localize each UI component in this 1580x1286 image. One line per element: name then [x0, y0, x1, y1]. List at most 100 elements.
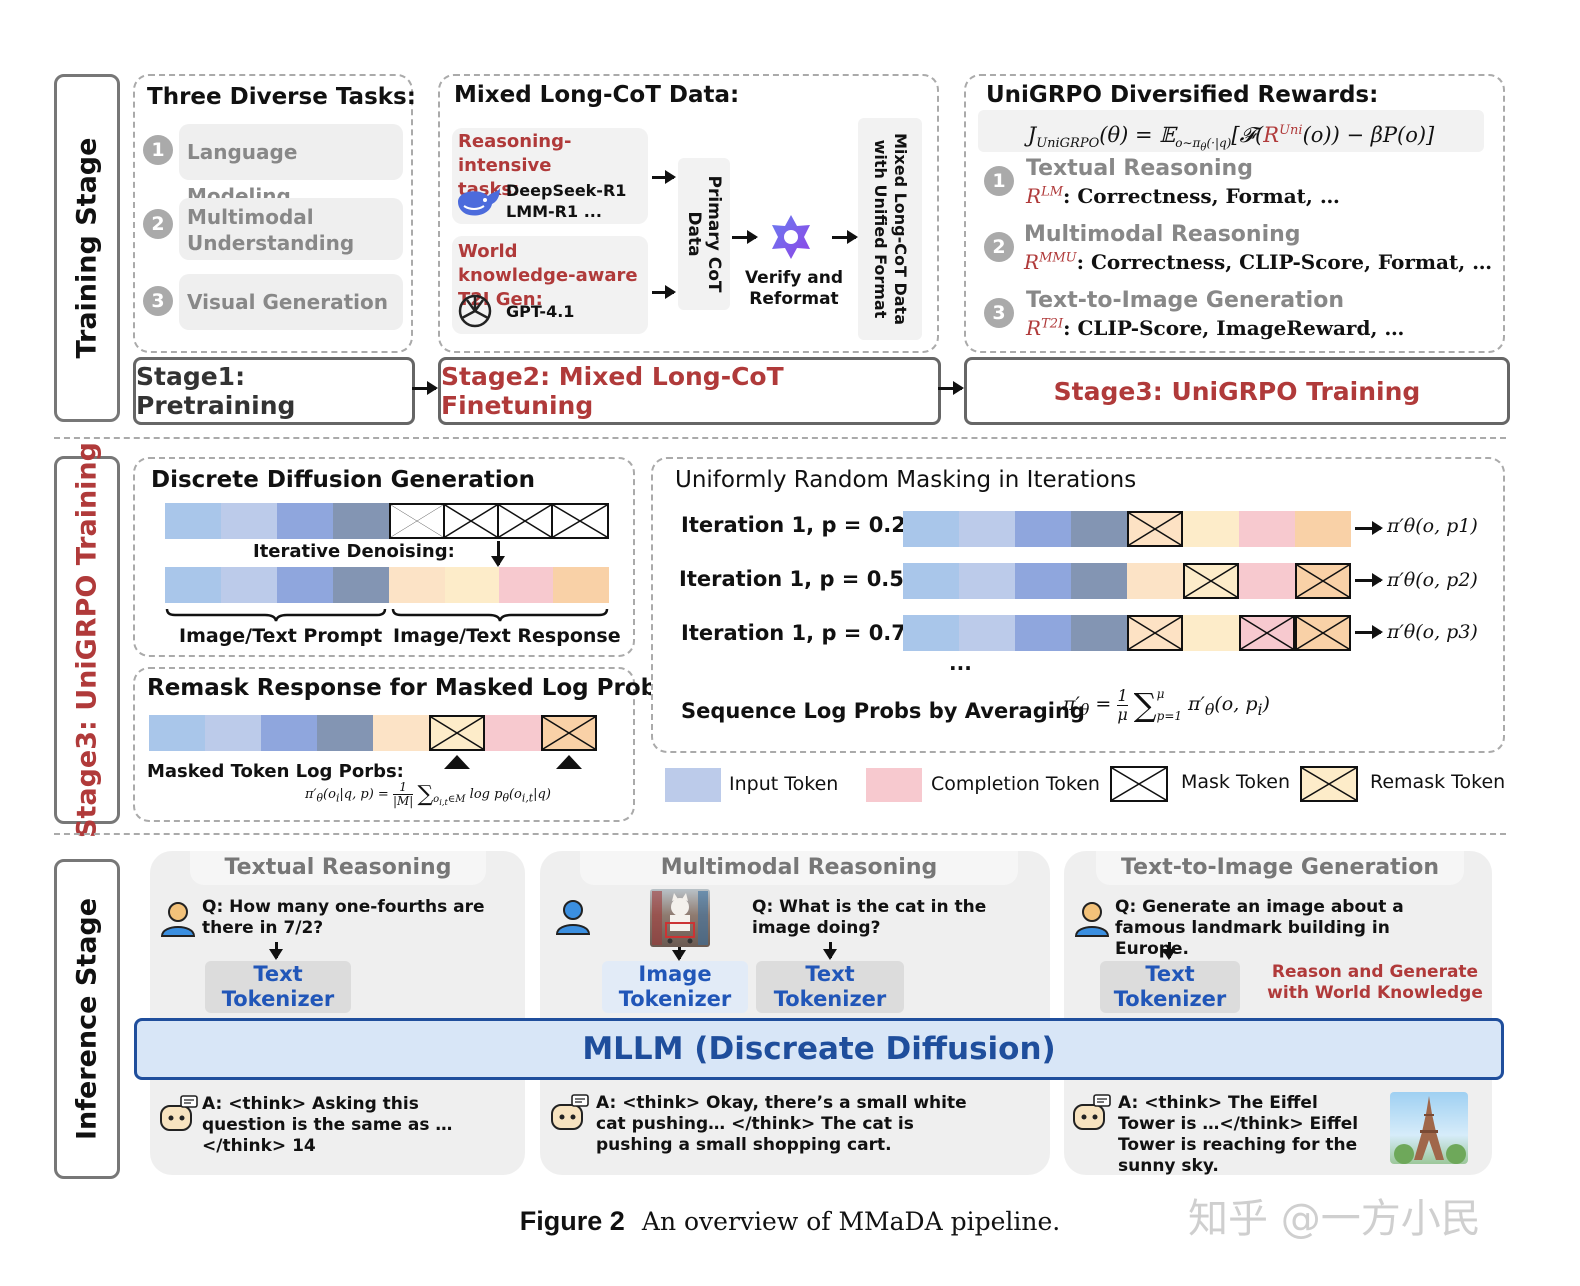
dd-out-token-8 [553, 567, 609, 603]
unigrpo-stage-label: Stage3: UniGRPO Training [54, 442, 120, 838]
diffusion-box: Discrete Diffusion Generation Iterative … [133, 457, 635, 657]
task-visual-generation: Visual Generation [179, 274, 403, 330]
bot-avatar-icon-1 [157, 1094, 199, 1134]
it2-token-1 [903, 563, 959, 599]
dd-out-token-5 [389, 567, 445, 603]
reward-3-symbol: R [1026, 316, 1042, 340]
task-2-number: 2 [143, 209, 173, 239]
inference-arrow-3 [1162, 942, 1176, 960]
inference-stage-text: Inference Stage [71, 897, 103, 1141]
rewards-title: UniGRPO Diversified Rewards: [986, 82, 1379, 108]
it2-output: π′θ(o, p2) [1387, 569, 1478, 591]
inference-a-2: A: <think> Okay, there’s a small white c… [596, 1093, 967, 1155]
masking-ellipsis: ... [949, 651, 972, 675]
reward-1-number: 1 [984, 166, 1014, 196]
rewards-formula: JUniGRPO(θ) = 𝔼o∼πθ(·|q)[𝓕(RUni(o)) − βP… [978, 110, 1484, 154]
rm-pointer-2 [556, 755, 582, 769]
stage2-box: Stage2: Mixed Long-CoT Finetuning [438, 357, 941, 425]
task-language-modeling: Language Modeling [179, 124, 403, 208]
diffusion-title: Discrete Diffusion Generation [151, 467, 535, 493]
it3-token-1 [903, 615, 959, 651]
it2-token-2 [959, 563, 1015, 599]
reward-1-desc: RLM: Correctness, Format, … [1026, 184, 1340, 208]
deepseek-whale-icon [454, 182, 502, 220]
inference-arrow-2a [672, 947, 686, 961]
legend-input-label: Input Token [729, 773, 839, 795]
iteration-1-label: Iteration 1, p = 0.25 [681, 513, 921, 537]
dd-prompt-label: Image/Text Prompt [179, 625, 383, 647]
image-tokenizer: Image Tokenizer [602, 961, 748, 1013]
reward-2-number: 2 [984, 232, 1014, 262]
inference-panel-multimodal [540, 851, 1050, 1175]
arrow-stage1-to-stage2 [412, 381, 438, 395]
inference-panel-t2i-title: Text-to-Image Generation [1096, 851, 1464, 885]
legend-completion-label: Completion Token [931, 773, 1100, 795]
it1-token-2 [959, 511, 1015, 547]
t2i-note: Reason and Generate with World Knowledge [1267, 962, 1483, 1003]
legend-remask-label: Remask Token [1370, 771, 1506, 793]
final-cot-label: Mixed Long-CoT Data with Unified Format [871, 132, 910, 325]
inference-arrow-2b [823, 942, 837, 960]
inference-q-1: Q: How many one-fourths are there in 7/2… [202, 897, 485, 938]
verify-label: Verify and Reformat [744, 268, 844, 309]
text-tokenizer-1: Text Tokenizer [205, 961, 351, 1013]
rm-token-5 [373, 715, 429, 751]
cot-box: Mixed Long-CoT Data: Reasoning-intensive… [438, 74, 939, 353]
mllm-label: MLLM (Discreate Diffusion) [582, 1031, 1056, 1067]
it2-token-4 [1071, 563, 1127, 599]
dd-input-token-4 [333, 503, 389, 539]
legend-mask-label: Mask Token [1181, 771, 1291, 793]
inference-stage-label: Inference Stage [54, 859, 120, 1179]
dd-response-brace [391, 608, 609, 622]
it1-token-3 [1015, 511, 1071, 547]
inference-a-3: A: <think> The Eiffel Tower is …</think>… [1118, 1093, 1359, 1176]
remask-box: Remask Response for Masked Log Probs Mas… [133, 667, 671, 822]
user-avatar-icon-1 [158, 898, 198, 938]
dd-mask-token-4 [551, 503, 609, 539]
section-divider-1 [54, 437, 1506, 439]
it1-arrow [1355, 521, 1383, 535]
it2-token-5 [1127, 563, 1183, 599]
reward-1-text: : Correctness, Format, … [1063, 184, 1340, 208]
dd-mask-token-1 [389, 503, 445, 539]
dd-out-token-2 [221, 567, 277, 603]
legend-input-swatch [665, 768, 721, 802]
rm-token-7 [485, 715, 541, 751]
training-stage-text: Training Stage [71, 137, 103, 359]
it1-token-4 [1071, 511, 1127, 547]
seq-label: Sequence Log Probs by Averaging [681, 699, 1085, 723]
rm-token-2 [205, 715, 261, 751]
it2-token-3 [1015, 563, 1071, 599]
arrow-reasoning-to-primary [652, 170, 676, 184]
it3-token-6 [1183, 615, 1239, 651]
text-tokenizer-3: Text Tokenizer [1100, 961, 1240, 1013]
dd-out-token-6 [445, 567, 499, 603]
it2-remask-token-1 [1183, 563, 1239, 599]
mllm-bar [134, 1018, 1504, 1080]
rm-token-1 [149, 715, 205, 751]
reward-2-desc: RMMU: Correctness, CLIP-Score, Format, … [1024, 250, 1492, 274]
primary-cot-card: Primary CoT Data [678, 158, 730, 310]
inference-panel-textual-title: Textual Reasoning [190, 851, 486, 885]
reward-3-desc: RT2I: CLIP-Score, ImageReward, … [1026, 316, 1404, 340]
reward-2-symbol-sup: MMU [1039, 250, 1077, 266]
reward-2-text: : Correctness, CLIP-Score, Format, … [1076, 250, 1493, 274]
figure-caption: Figure 2 An overview of MMaDA pipeline. [0, 1206, 1580, 1237]
masking-title: Uniformly Random Masking in Iterations [675, 467, 1137, 493]
dd-out-token-1 [165, 567, 221, 603]
it2-token-7 [1239, 563, 1295, 599]
figure-caption-text: An overview of MMaDA pipeline. [641, 1207, 1061, 1236]
arrow-verify-to-final [832, 230, 858, 244]
rm-token-4 [317, 715, 373, 751]
openai-logo-icon [454, 290, 496, 332]
it1-token-7 [1239, 511, 1295, 547]
reward-2-title: Multimodal Reasoning [1024, 222, 1301, 247]
it3-token-3 [1015, 615, 1071, 651]
dd-mask-token-3 [497, 503, 553, 539]
arrow-stage2-to-stage3 [938, 381, 964, 395]
stage1-box: Stage1: Pretraining [133, 357, 415, 425]
iteration-2-label: Iteration 1, p = 0.50 [679, 567, 919, 591]
iteration-3-label: Iteration 1, p = 0.75 [681, 621, 921, 645]
it1-token-8 [1295, 511, 1351, 547]
